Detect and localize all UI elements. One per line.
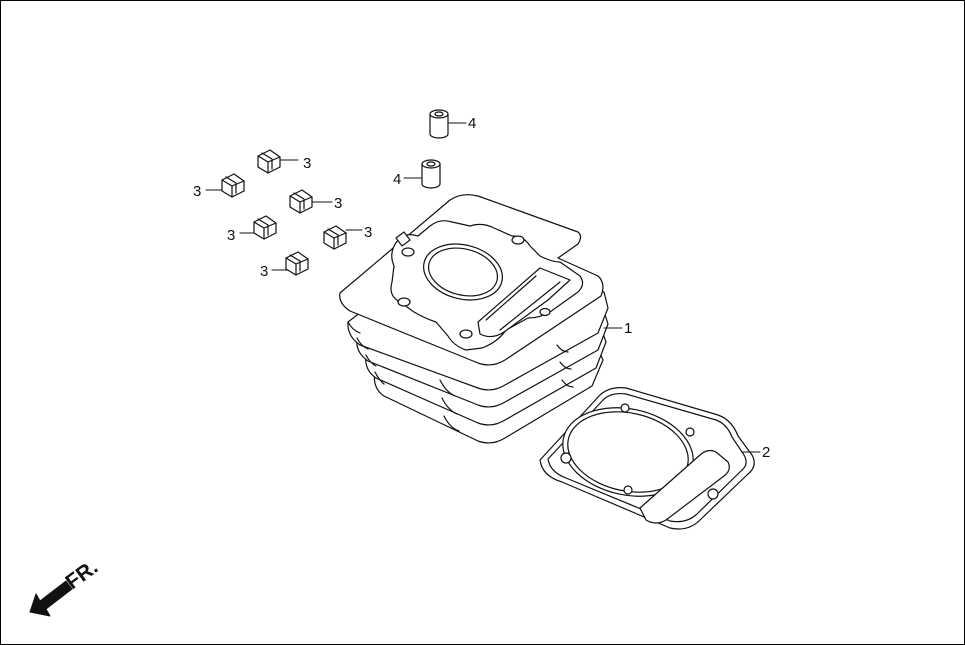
dowel-part[interactable] [429,109,449,139]
gasket-bore-inner [567,411,689,493]
gasket-stud-hole [620,403,630,413]
damper-group [221,149,347,276]
cylinder-stud-hole [511,235,525,245]
callout-dowel: 4 [393,171,401,188]
damper-part[interactable] [257,149,281,174]
front-direction-marker: FR. [29,556,102,617]
callout-damper: 3 [364,224,372,241]
gasket-inner-outline [547,392,747,523]
callout-cylinder: 1 [624,320,632,337]
arrow-front-icon [29,580,73,617]
damper-part[interactable] [289,189,313,214]
cylinder-fin-edges [347,321,574,432]
callout-damper: 3 [260,263,268,280]
damper-part[interactable] [221,173,245,198]
cylinder-bore-inner [427,247,499,297]
callout-labels: 1 2 3 3 3 3 3 3 4 4 [193,115,770,461]
callout-damper: 3 [303,155,311,172]
callout-dowel: 4 [468,115,476,132]
cylinder-stud-hole [459,329,473,339]
cylinder-stud-hole [401,247,415,257]
leader-lines [205,122,761,453]
base-gasket-part[interactable] [539,387,755,530]
cylinder-stud-hole [539,307,551,317]
cylinder-oil-boss [395,231,411,247]
gasket-stud-hole [685,427,695,437]
callout-damper: 3 [193,183,201,200]
damper-part[interactable] [253,215,277,240]
damper-part[interactable] [285,251,309,276]
cylinder-stud-hole [397,297,411,307]
gasket-chain-slot [639,449,730,524]
gasket-dowel-hole [707,488,719,500]
cylinder-cam-chain-tunnel [477,267,571,338]
damper-part[interactable] [323,225,347,250]
cylinder-cam-chain-tunnel-inner [485,275,561,331]
callout-gasket: 2 [762,444,770,461]
dowel-part[interactable] [421,159,441,189]
gasket-dowel-hole [560,452,572,464]
callout-damper: 3 [227,227,235,244]
callout-damper: 3 [334,195,342,212]
gasket-stud-hole [623,485,633,495]
cylinder-part[interactable] [339,194,609,444]
dowel-group [421,109,449,189]
